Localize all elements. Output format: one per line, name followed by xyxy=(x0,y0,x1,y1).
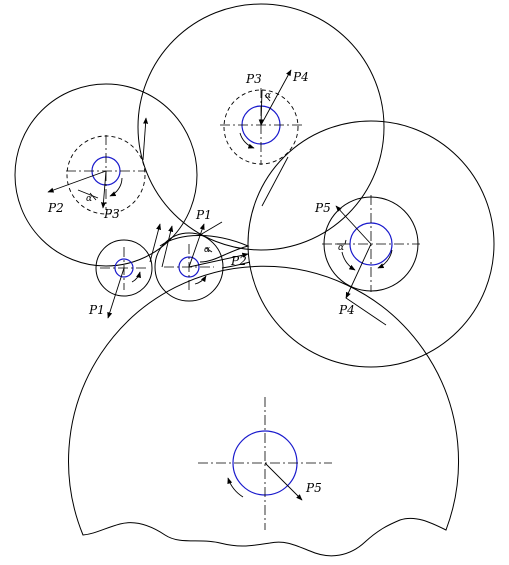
small-gear-mid xyxy=(154,232,224,302)
small-gear-left xyxy=(95,239,153,297)
angle-marks xyxy=(89,94,347,253)
label-p3-left: P3 xyxy=(103,207,120,221)
force-arrows xyxy=(47,69,387,501)
label-p5-bottom: P5 xyxy=(305,481,322,495)
angle-right: α xyxy=(338,243,344,253)
label-p2-left: P2 xyxy=(47,201,64,215)
angle-top: α xyxy=(265,91,271,101)
label-p5-right: P5 xyxy=(314,201,331,215)
center-lines xyxy=(66,88,420,530)
label-p1-mid: P1 xyxy=(195,208,212,222)
top-large-circle xyxy=(137,3,385,251)
left-large-circle xyxy=(14,83,198,267)
right-large-circle xyxy=(247,120,495,368)
link-curve xyxy=(159,235,250,263)
rotation-arrows xyxy=(109,132,393,498)
angle-left: α xyxy=(86,194,92,204)
label-p4-top: P4 xyxy=(292,70,309,84)
label-p3-top: P3 xyxy=(245,72,262,86)
label-p4-right: P4 xyxy=(338,303,355,317)
label-p1-left: P1 xyxy=(88,303,105,317)
angle-mid: α xyxy=(204,245,210,255)
label-p2-mid: P2 xyxy=(230,254,247,268)
bottom-large-gear xyxy=(68,265,460,557)
